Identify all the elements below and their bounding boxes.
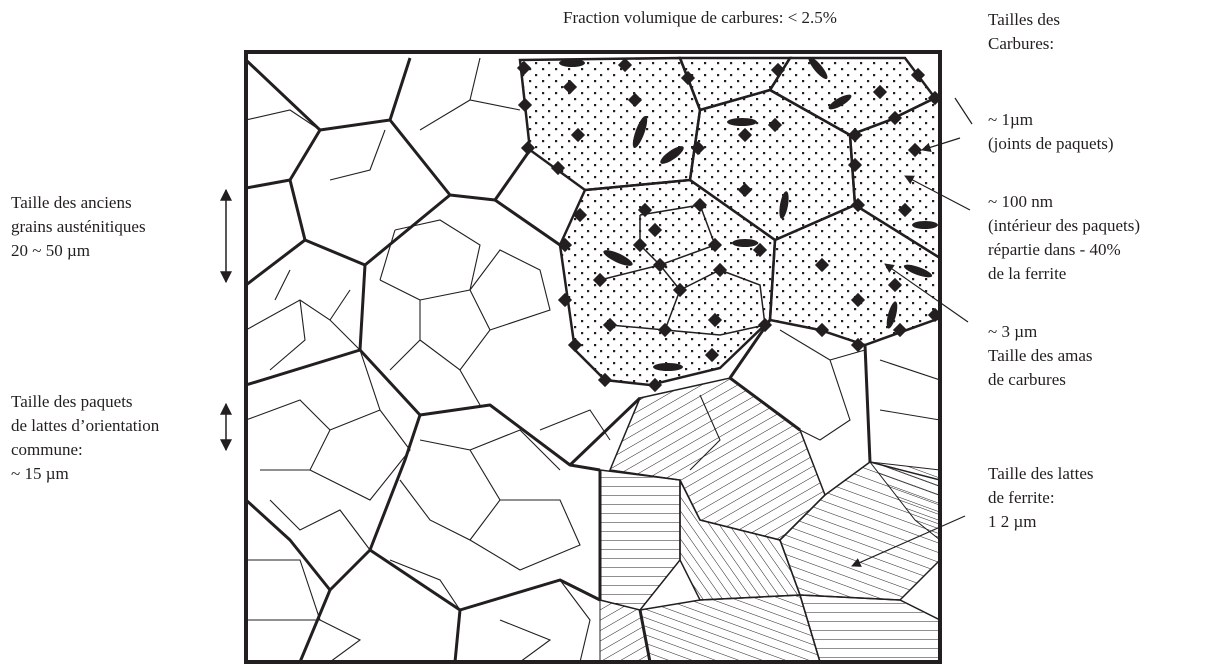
label-line: Taille des lattes	[988, 462, 1094, 486]
label-line: ~ 15 µm	[11, 462, 159, 486]
label-line: 1 2 µm	[988, 510, 1094, 534]
label-line: 20 ~ 50 µm	[11, 239, 146, 263]
label-line: de carbures	[988, 368, 1093, 392]
label-line: (joints de paquets)	[988, 132, 1114, 156]
carbide-cluster-label: ~ 3 µm Taille des amas de carbures	[988, 320, 1093, 392]
carbide-sizes-heading: Tailles des Carbures:	[988, 8, 1060, 56]
label-line: ~ 3 µm	[988, 320, 1093, 344]
packet-size-label: Taille des paquets de lattes d’orientati…	[11, 390, 159, 486]
ferrite-lath-region	[600, 378, 940, 662]
label-line: Taille des amas	[988, 344, 1093, 368]
packet-boundary-carbide-label: ~ 1µm (joints de paquets)	[988, 108, 1114, 156]
leader-line-1	[955, 98, 972, 124]
label-line: Carbures:	[988, 32, 1060, 56]
label-line: ~ 100 nm	[988, 190, 1140, 214]
carbide-region	[520, 58, 940, 385]
label-line: Taille des paquets	[11, 390, 159, 414]
ferrite-lath-size-label: Taille des lattes de ferrite: 1 2 µm	[988, 462, 1094, 534]
label-line: Taille des anciens	[11, 191, 146, 215]
carbide-volume-fraction-label: Fraction volumique de carbures: < 2.5%	[563, 6, 837, 30]
label-line: grains austénitiques	[11, 215, 146, 239]
label-line: de lattes d’orientation	[11, 414, 159, 438]
packet-interior-carbide-label: ~ 100 nm (intérieur des paquets) réparti…	[988, 190, 1140, 286]
label-line: ~ 1µm	[988, 108, 1114, 132]
label-line: répartie dans - 40%	[988, 238, 1140, 262]
label-line: (intérieur des paquets)	[988, 214, 1140, 238]
austenite-grain-size-label: Taille des anciens grains austénitiques …	[11, 191, 146, 263]
label-line: commune:	[11, 438, 159, 462]
label-line: de ferrite:	[988, 486, 1094, 510]
label-line: Tailles des	[988, 8, 1060, 32]
label-line: de la ferrite	[988, 262, 1140, 286]
